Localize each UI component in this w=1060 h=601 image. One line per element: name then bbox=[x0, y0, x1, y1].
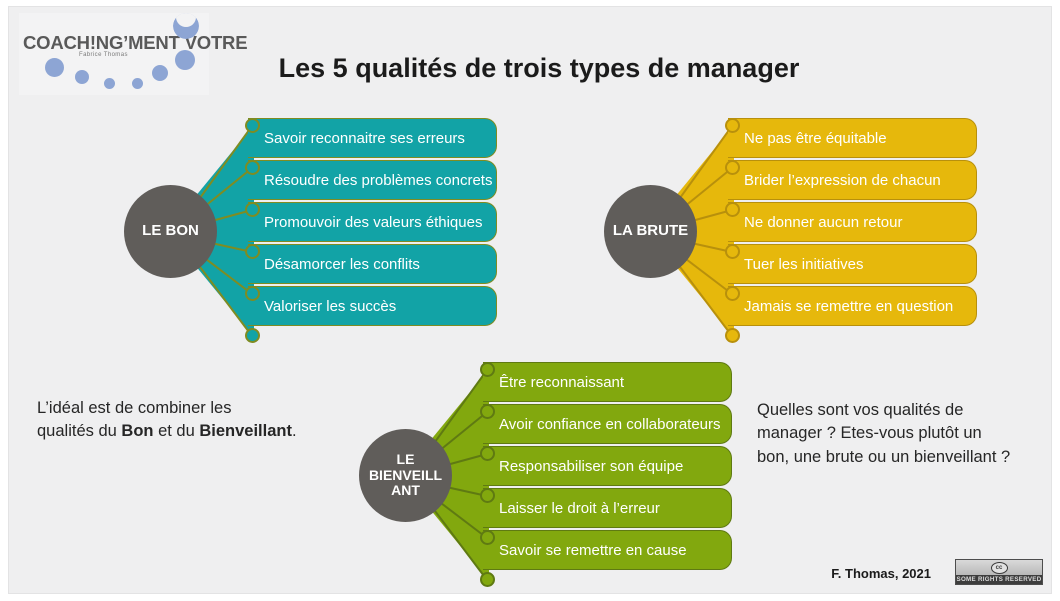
note-left-line2-middle: et du bbox=[153, 422, 200, 441]
logo-dot-icon bbox=[152, 65, 168, 81]
footer-credit: F. Thomas, 2021 bbox=[831, 566, 931, 581]
connector-node bbox=[480, 488, 495, 503]
bar-item[interactable]: Résoudre des problèmes concrets bbox=[248, 160, 497, 200]
hub-label: LA BRUTE bbox=[612, 222, 689, 240]
bar-label: Valoriser les succès bbox=[264, 297, 397, 315]
hub-label: LE BON bbox=[142, 222, 199, 240]
bar-label: Laisser le droit à l’erreur bbox=[499, 499, 660, 517]
bar-item[interactable]: Avoir confiance en collaborateurs bbox=[483, 404, 732, 444]
connector-node bbox=[725, 328, 740, 343]
bar-label: Jamais se remettre en question bbox=[744, 297, 954, 315]
hub-la-brute[interactable]: LA BRUTE bbox=[604, 185, 697, 278]
note-left-line2-prefix: qualités du bbox=[37, 422, 122, 441]
logo-subtitle: Fabrice Thomas bbox=[79, 52, 128, 58]
logo-dot-icon bbox=[175, 50, 195, 70]
slide-background: COACH!NG’MENT VOTRE Fabrice Thomas Les 5… bbox=[8, 6, 1052, 594]
connector-node bbox=[725, 244, 740, 259]
note-left-line2-suffix: . bbox=[291, 422, 297, 441]
logo-dot-icon bbox=[75, 70, 89, 84]
cluster-la-brute: LA BRUTE Ne pas être équitable Brider l’… bbox=[599, 115, 989, 347]
note-right-line2: manager ? Etes-vous plutôt un bbox=[757, 424, 982, 443]
creative-commons-badge[interactable]: cc SOME RIGHTS RESERVED bbox=[955, 559, 1043, 585]
note-left-bold-bienveillant: Bienveillant bbox=[199, 422, 292, 441]
bar-label: Être reconnaissant bbox=[499, 373, 625, 391]
note-left: L’idéal est de combiner les qualités du … bbox=[37, 397, 337, 444]
bar-item[interactable]: Brider l’expression de chacun bbox=[728, 160, 977, 200]
bar-label: Désamorcer les conflits bbox=[264, 255, 420, 273]
cluster-le-bon: LE BON Savoir reconnaitre ses erreurs Ré… bbox=[119, 115, 509, 347]
bar-label: Ne donner aucun retour bbox=[744, 213, 903, 231]
bar-item[interactable]: Être reconnaissant bbox=[483, 362, 732, 402]
connector-node bbox=[245, 328, 260, 343]
bar-label: Savoir se remettre en cause bbox=[499, 541, 687, 559]
page-title: Les 5 qualités de trois types de manager bbox=[278, 53, 800, 83]
bar-label: Résoudre des problèmes concrets bbox=[264, 171, 493, 189]
bar-item[interactable]: Ne donner aucun retour bbox=[728, 202, 977, 242]
hub-le-bon[interactable]: LE BON bbox=[124, 185, 217, 278]
note-right-line3: bon, une brute ou un bienveillant ? bbox=[757, 447, 1011, 466]
note-left-line1: L’idéal est de combiner les bbox=[37, 399, 232, 417]
connector-node bbox=[245, 244, 260, 259]
logo-arc-icon bbox=[173, 13, 199, 39]
note-right: Quelles sont vos qualités de manager ? E… bbox=[757, 399, 1057, 469]
connector-node bbox=[245, 286, 260, 301]
logo-dot-icon bbox=[132, 78, 143, 89]
bar-item[interactable]: Jamais se remettre en question bbox=[728, 286, 977, 326]
bar-item[interactable]: Laisser le droit à l’erreur bbox=[483, 488, 732, 528]
bar-item[interactable]: Savoir reconnaitre ses erreurs bbox=[248, 118, 497, 158]
hub-le-bienveillant[interactable]: LE BIENVEILL ANT bbox=[359, 429, 452, 522]
connector-node bbox=[245, 118, 260, 133]
logo-dot-icon bbox=[104, 78, 115, 89]
bar-item[interactable]: Tuer les initiatives bbox=[728, 244, 977, 284]
cluster-le-bienveillant: LE BIENVEILL ANT Être reconnaissant Avoi… bbox=[354, 359, 744, 591]
bar-item[interactable]: Responsabiliser son équipe bbox=[483, 446, 732, 486]
hub-label: LE BIENVEILL ANT bbox=[368, 450, 443, 499]
connector-node bbox=[725, 286, 740, 301]
brand-logo: COACH!NG’MENT VOTRE Fabrice Thomas bbox=[19, 13, 248, 95]
connector-node bbox=[480, 572, 495, 587]
connector-node bbox=[725, 160, 740, 175]
note-left-bold-bon: Bon bbox=[121, 422, 154, 441]
connector-node bbox=[725, 118, 740, 133]
note-right-line1: Quelles sont vos qualités de bbox=[757, 401, 964, 419]
logo-wordmark: COACH!NG’MENT VOTRE bbox=[23, 32, 248, 53]
note-left-line2: qualités du Bon et du Bienveillant. bbox=[37, 420, 337, 443]
creative-commons-icon: cc bbox=[990, 562, 1008, 574]
logo-dot-icon bbox=[45, 58, 64, 77]
connector-node bbox=[480, 404, 495, 419]
connector-node bbox=[480, 446, 495, 461]
license-text: SOME RIGHTS RESERVED bbox=[956, 575, 1042, 584]
connector-node bbox=[725, 202, 740, 217]
bar-item[interactable]: Désamorcer les conflits bbox=[248, 244, 497, 284]
bar-item[interactable]: Promouvoir des valeurs éthiques bbox=[248, 202, 497, 242]
bar-label: Brider l’expression de chacun bbox=[744, 171, 941, 189]
bar-item[interactable]: Ne pas être équitable bbox=[728, 118, 977, 158]
bar-item[interactable]: Valoriser les succès bbox=[248, 286, 497, 326]
bar-label: Tuer les initiatives bbox=[744, 255, 864, 273]
connector-node bbox=[480, 530, 495, 545]
bar-label: Savoir reconnaitre ses erreurs bbox=[264, 129, 465, 147]
bar-label: Ne pas être équitable bbox=[744, 129, 887, 147]
connector-node bbox=[245, 160, 260, 175]
bar-label: Responsabiliser son équipe bbox=[499, 457, 684, 475]
bar-label: Promouvoir des valeurs éthiques bbox=[264, 213, 483, 231]
bar-item[interactable]: Savoir se remettre en cause bbox=[483, 530, 732, 570]
connector-node bbox=[480, 362, 495, 377]
connector-node bbox=[245, 202, 260, 217]
bar-label: Avoir confiance en collaborateurs bbox=[499, 415, 721, 433]
